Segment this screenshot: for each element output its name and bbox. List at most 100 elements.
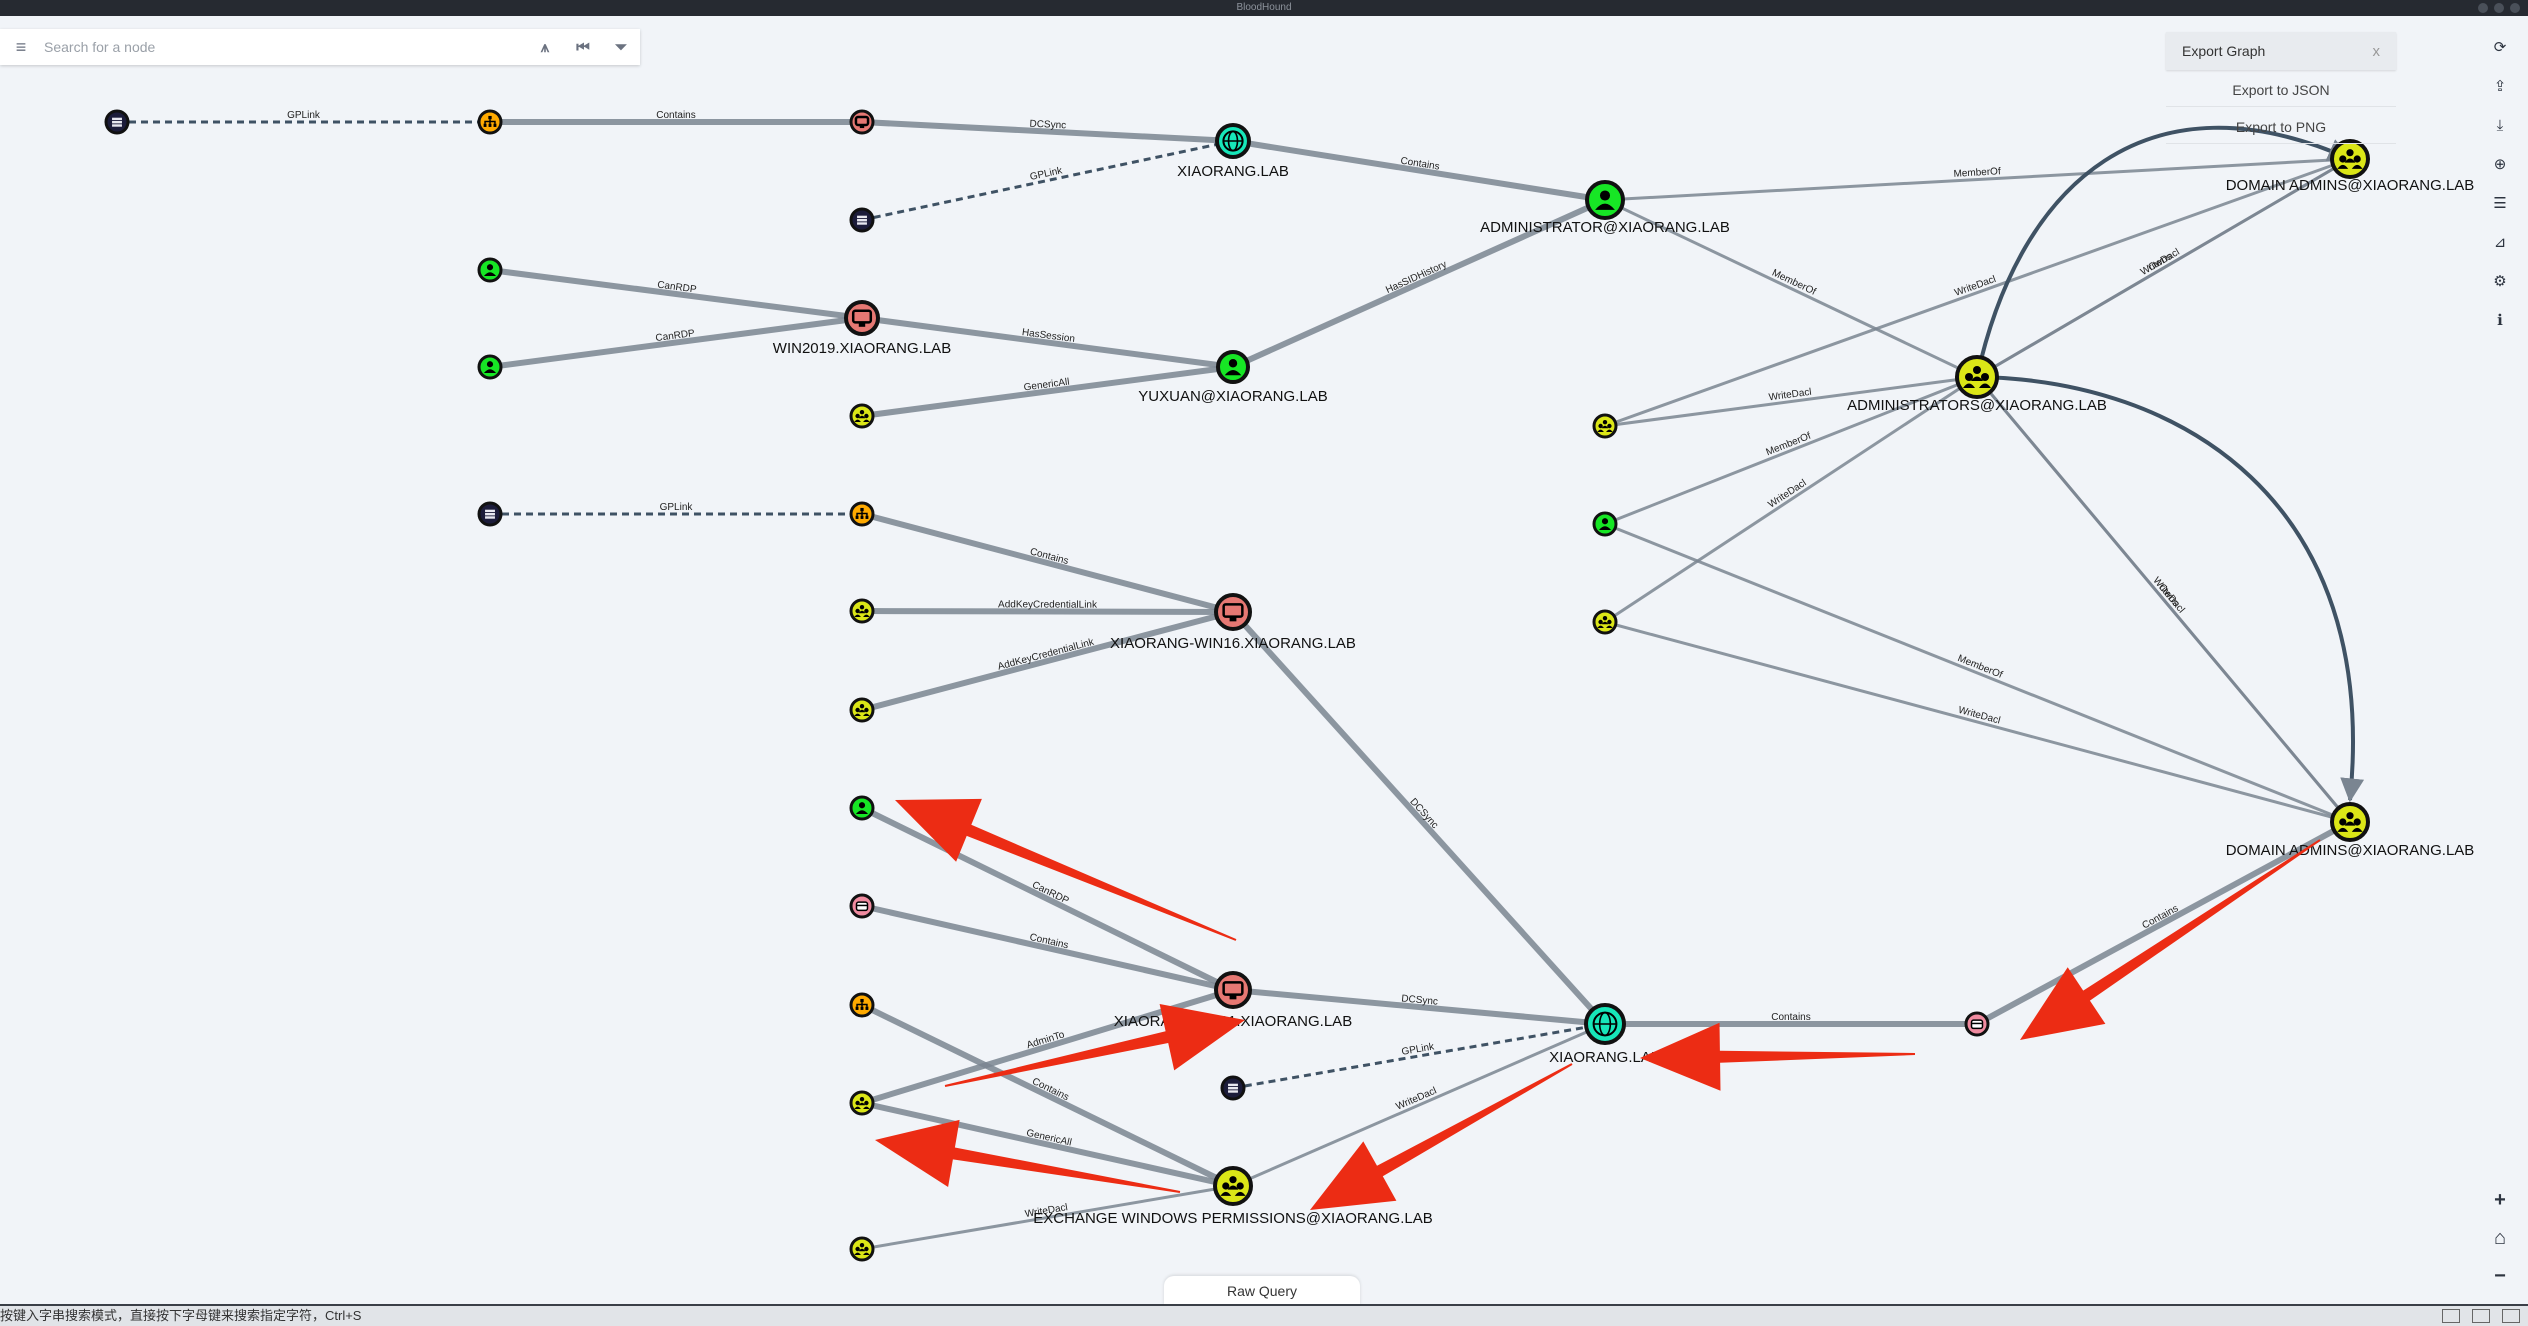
- node-circle[interactable]: [844, 300, 880, 336]
- close-button[interactable]: [2510, 3, 2520, 13]
- edge-line[interactable]: [1231, 197, 1607, 370]
- edge-genericall[interactable]: GenericAll: [861, 364, 1234, 419]
- edge-line[interactable]: [861, 903, 1234, 993]
- import-icon[interactable]: ⤓: [2496, 117, 2504, 134]
- hamburger-menu-icon[interactable]: ≡: [15, 36, 27, 57]
- edge-line[interactable]: [1232, 1022, 1606, 1188]
- stats-icon[interactable]: ⊿: [2493, 234, 2507, 251]
- node-group[interactable]: [849, 1090, 875, 1116]
- back-icon[interactable]: ⏮: [576, 38, 590, 56]
- node-ou[interactable]: [849, 992, 875, 1018]
- edge-contains[interactable]: Contains: [861, 511, 1234, 615]
- node-group[interactable]: [1213, 1166, 1253, 1206]
- node-gpo[interactable]: [1220, 1075, 1246, 1101]
- edge-gplink[interactable]: GPLink: [490, 502, 862, 516]
- edge-gplink[interactable]: GPLink: [1232, 1022, 1606, 1090]
- edge-writedacl[interactable]: WriteDacl: [1604, 375, 1978, 428]
- edge-line[interactable]: [861, 1100, 1234, 1189]
- filter-icon[interactable]: ⏷: [614, 38, 627, 56]
- edge-canrdp[interactable]: CanRDP: [489, 267, 863, 321]
- edge-contains[interactable]: Contains: [490, 110, 862, 125]
- edge-contains[interactable]: Contains: [861, 903, 1234, 993]
- edge-line[interactable]: [861, 609, 1234, 713]
- edge-dcsync[interactable]: DCSync: [1232, 987, 1606, 1027]
- node-circle[interactable]: [849, 109, 875, 135]
- node-gpo[interactable]: [477, 501, 503, 527]
- edge-line[interactable]: [1604, 522, 2351, 824]
- raw-query-tab[interactable]: Raw Query: [1164, 1276, 1360, 1306]
- node-computer[interactable]: [1214, 971, 1252, 1009]
- export-png-button[interactable]: Export to PNG: [2166, 107, 2396, 144]
- edge-canrdp[interactable]: CanRDP: [860, 805, 1235, 993]
- edge-memberof[interactable]: MemberOf: [1604, 522, 2351, 824]
- edge-line[interactable]: [489, 267, 863, 321]
- pathfinding-icon[interactable]: ⩚: [540, 38, 550, 56]
- edge-line[interactable]: [1232, 138, 1606, 203]
- edge-line[interactable]: [1604, 375, 1978, 526]
- node-group[interactable]: [849, 598, 875, 624]
- upload-icon[interactable]: ⊕: [2493, 156, 2507, 173]
- export-json-button[interactable]: Export to JSON: [2166, 70, 2396, 107]
- minimize-button[interactable]: [2478, 3, 2488, 13]
- maximize-button[interactable]: [2494, 3, 2504, 13]
- node-ou[interactable]: [477, 109, 503, 135]
- node-group[interactable]: [1955, 355, 1999, 399]
- node-user[interactable]: [1592, 511, 1618, 537]
- node-container[interactable]: [849, 893, 875, 919]
- node-computer[interactable]: [844, 300, 880, 336]
- edge-line[interactable]: [1604, 375, 1978, 428]
- edge-owns[interactable]: Owns: [1975, 376, 2352, 823]
- edge-memberof[interactable]: MemberOf: [1604, 157, 2351, 202]
- edge-addkeycredentiallink[interactable]: AddKeyCredentialLink: [861, 609, 1234, 713]
- edge-line[interactable]: [1604, 375, 1978, 624]
- node-user[interactable]: [1216, 350, 1250, 384]
- edge-line[interactable]: [1232, 987, 1606, 1027]
- node-group[interactable]: [1592, 609, 1618, 635]
- node-group[interactable]: [849, 403, 875, 429]
- edge-line[interactable]: [860, 1002, 1235, 1189]
- window-controls[interactable]: [2478, 3, 2520, 13]
- home-icon[interactable]: ⌂: [2493, 1227, 2507, 1249]
- edge-line[interactable]: [1604, 620, 2351, 824]
- node-circle[interactable]: [1214, 593, 1252, 631]
- node-user[interactable]: [1585, 180, 1625, 220]
- node-user[interactable]: [849, 795, 875, 821]
- edge-line[interactable]: [861, 315, 1234, 370]
- queries-icon[interactable]: ☰: [2493, 195, 2507, 212]
- edge-line[interactable]: [1230, 609, 1608, 1027]
- edge-line[interactable]: [1975, 376, 2352, 823]
- edge-line[interactable]: [489, 315, 863, 370]
- edge-curve[interactable]: [1975, 125, 2353, 378]
- node-computer[interactable]: [849, 109, 875, 135]
- node-group[interactable]: [2330, 802, 2370, 842]
- zoom-out-icon[interactable]: −: [2494, 1265, 2506, 1287]
- node-domain[interactable]: [1215, 123, 1251, 159]
- edge-line[interactable]: [861, 511, 1234, 615]
- node-circle[interactable]: [1214, 971, 1252, 1009]
- edge-line[interactable]: [1604, 157, 2351, 428]
- edge-line[interactable]: [860, 805, 1235, 993]
- export-icon[interactable]: ⇪: [2493, 78, 2507, 95]
- tray-icon[interactable]: [2442, 1309, 2460, 1323]
- node-group[interactable]: [849, 1236, 875, 1262]
- edge-writedacl[interactable]: WriteDacl: [1604, 620, 2351, 824]
- export-close-icon[interactable]: x: [2372, 42, 2381, 60]
- refresh-icon[interactable]: ⟳: [2493, 39, 2507, 56]
- node-container[interactable]: [1964, 1011, 1990, 1037]
- edge-line[interactable]: [1604, 198, 1978, 379]
- edge-contains[interactable]: Contains: [1605, 1012, 1977, 1027]
- node-ou[interactable]: [849, 501, 875, 527]
- edge-addkeycredentiallink[interactable]: AddKeyCredentialLink: [861, 599, 1234, 615]
- about-icon[interactable]: ℹ: [2497, 312, 2503, 329]
- edge-line[interactable]: [861, 364, 1234, 419]
- edge-hassession[interactable]: HasSession: [861, 315, 1234, 370]
- tray-icon[interactable]: [2502, 1309, 2520, 1323]
- edge-line[interactable]: [1976, 157, 2351, 379]
- node-group[interactable]: [2330, 139, 2370, 179]
- edge-dcsync[interactable]: DCSync: [861, 119, 1234, 144]
- edge-canrdp[interactable]: CanRDP: [489, 315, 863, 370]
- edge-writedacl[interactable]: WriteDacl: [861, 1184, 1234, 1251]
- edge-line[interactable]: [861, 139, 1234, 222]
- edge-line[interactable]: [1975, 819, 2352, 1027]
